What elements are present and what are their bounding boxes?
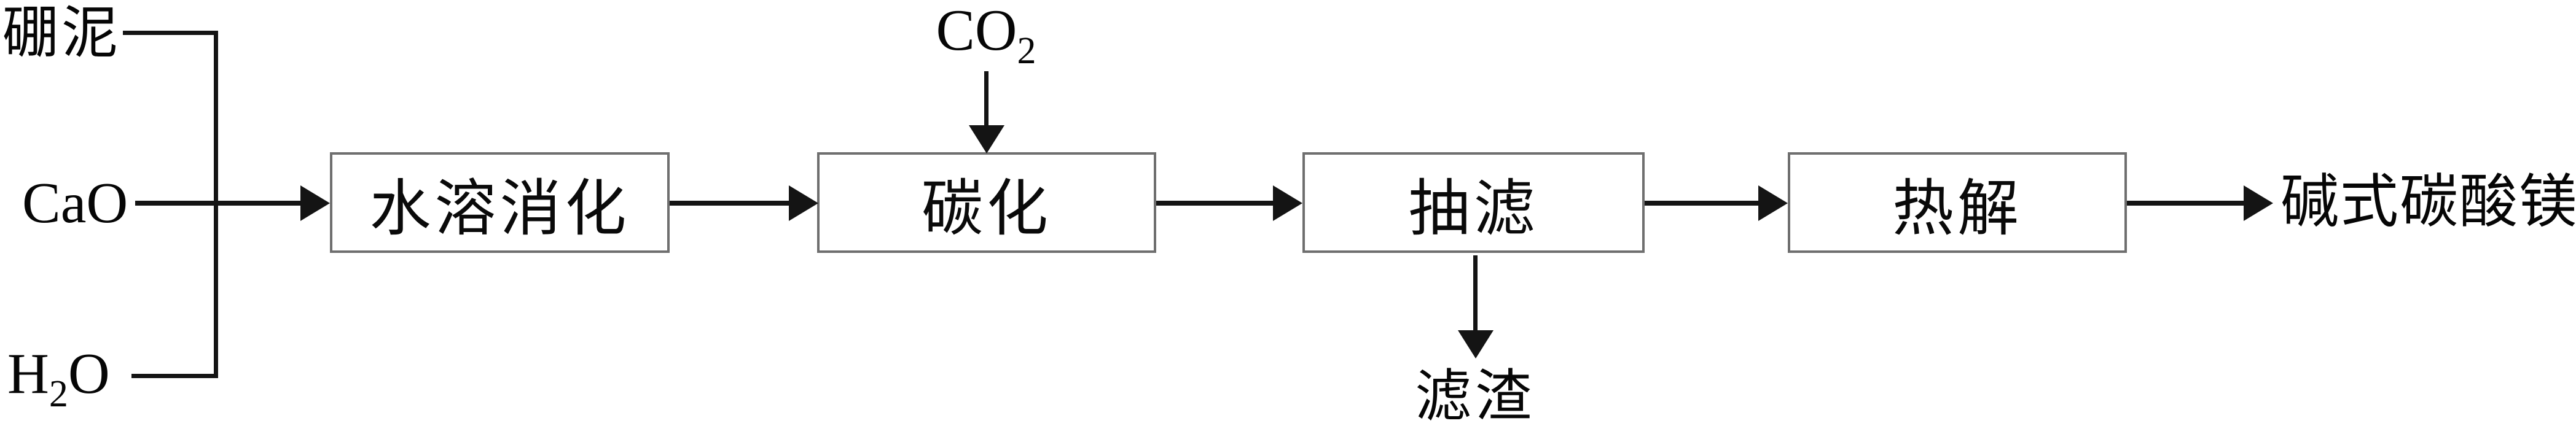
input-label-boron-mud: 硼泥 bbox=[2, 2, 121, 64]
arrowhead-digestion-to-carbonization-icon bbox=[789, 185, 818, 221]
arrow-line-digestion-to-carbonization bbox=[670, 201, 790, 206]
arrow-line-inputs-to-digestion bbox=[135, 201, 302, 206]
co2-base: CO bbox=[936, 0, 1017, 63]
arrowhead-filtration-to-residue-icon bbox=[1458, 330, 1494, 358]
process-box-suction-filtration: 抽滤 bbox=[1302, 152, 1645, 253]
input-label-h2o: H2O bbox=[7, 345, 110, 413]
arrowhead-carbonization-to-filtration-icon bbox=[1273, 185, 1302, 221]
arrow-line-filtration-to-pyrolysis bbox=[1645, 201, 1760, 206]
h2o-subscript: 2 bbox=[49, 373, 68, 415]
bracket-line-h2o bbox=[131, 374, 216, 378]
arrowhead-filtration-to-pyrolysis-icon bbox=[1758, 185, 1788, 221]
output-label-filter-residue: 滤渣 bbox=[1414, 365, 1535, 426]
arrow-line-co2-to-carbonization bbox=[984, 71, 989, 128]
process-box-pyrolysis: 热解 bbox=[1788, 152, 2127, 253]
arrow-line-filtration-to-residue bbox=[1473, 255, 1478, 331]
arrowhead-co2-to-carbonization-icon bbox=[969, 125, 1004, 153]
co2-subscript: 2 bbox=[1017, 30, 1036, 72]
arrowhead-pyrolysis-to-product-icon bbox=[2244, 185, 2273, 221]
arrowhead-inputs-to-digestion-icon bbox=[300, 185, 330, 221]
bracket-line-boron-mud bbox=[123, 31, 216, 35]
process-box-carbonization: 碳化 bbox=[817, 152, 1156, 253]
output-label-product: 碱式碳酸镁 bbox=[2280, 169, 2576, 234]
arrow-line-carbonization-to-filtration bbox=[1156, 201, 1274, 206]
h2o-tail: O bbox=[68, 342, 110, 406]
h2o-base: H bbox=[7, 342, 49, 406]
process-box-water-digestion: 水溶消化 bbox=[330, 152, 670, 253]
input-label-co2: CO2 bbox=[909, 0, 1063, 72]
input-label-cao: CaO bbox=[22, 171, 128, 235]
arrow-line-pyrolysis-to-product bbox=[2127, 201, 2245, 206]
